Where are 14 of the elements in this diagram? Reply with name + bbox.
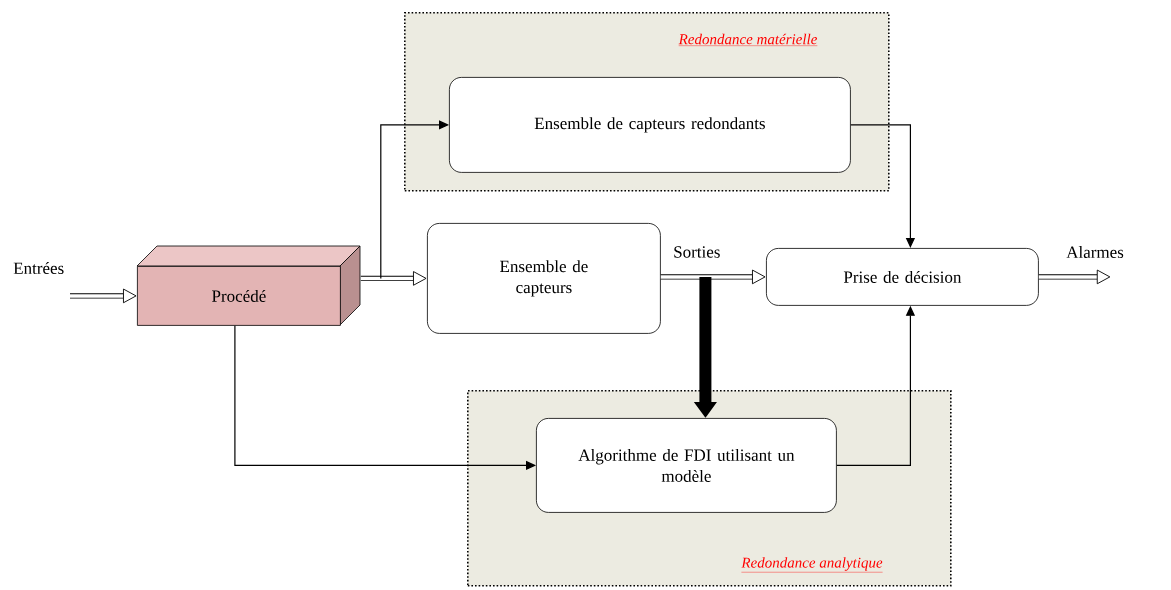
arrow — [360, 271, 427, 286]
arrow — [380, 120, 449, 279]
edge-label: Entrées — [13, 262, 64, 274]
arrow — [850, 124, 916, 248]
arrow — [70, 288, 137, 304]
process-box: Ensemble de capteurs — [427, 223, 661, 334]
edge-label: Sorties — [674, 246, 720, 258]
process-box: Prise de décision — [766, 248, 1039, 306]
process-box: Algorithme de FDI utilisant un modèle — [536, 418, 837, 513]
edge-label: Alarmes — [1066, 246, 1124, 258]
process-box: Ensemble de capteurs redondants — [449, 77, 851, 173]
process-block: Procédé — [136, 245, 361, 326]
arrow — [1038, 269, 1111, 285]
arrow — [660, 269, 766, 285]
